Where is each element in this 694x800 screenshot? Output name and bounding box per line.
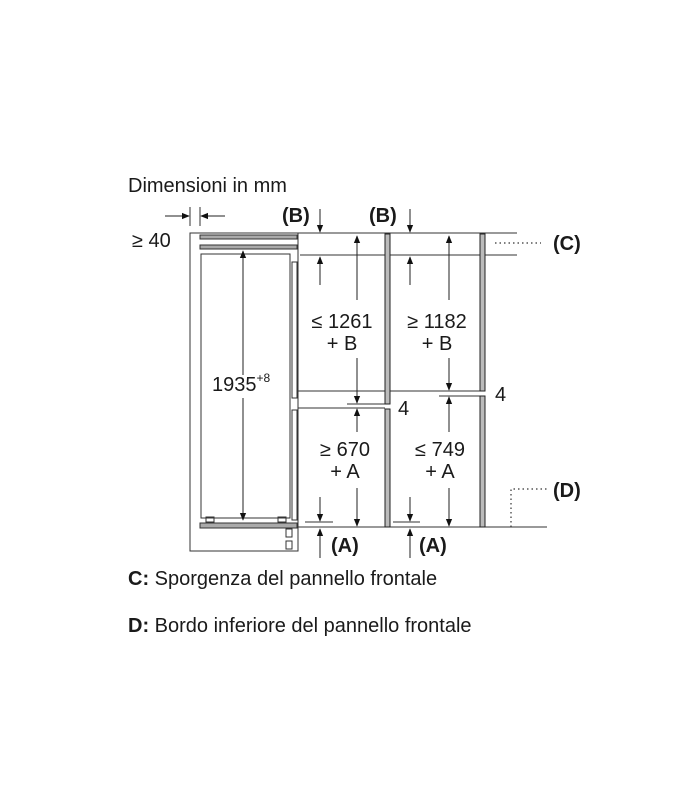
lower-right-suffix: + A	[425, 461, 455, 483]
marker-a-right: (A)	[419, 535, 447, 557]
niche-gap-dimension: ≥ 40	[132, 207, 225, 252]
upper-right-dimension: ≥ 1182	[407, 311, 467, 333]
diagram-title: Dimensioni in mm	[128, 175, 287, 197]
front-panel-upper-right	[479, 233, 486, 392]
marker-c: (C)	[553, 233, 581, 255]
legend-c-text: Sporgenza del pannello frontale	[149, 568, 437, 590]
marker-d: (D)	[553, 480, 581, 502]
marker-d-leader	[510, 488, 548, 527]
gap-left-label: 4	[398, 398, 409, 420]
niche-gap-label: ≥ 40	[132, 230, 171, 252]
legend-c: C: Sporgenza del pannello frontale	[128, 568, 437, 590]
legend-d-text: Bordo inferiore del pannello frontale	[149, 615, 471, 637]
front-panel-lower-right	[479, 395, 486, 528]
front-panel-upper-left	[384, 233, 391, 405]
dimension-column-right: (B) ≥ 1182 + B ≤ 749 + A 4 (A)	[369, 205, 506, 558]
marker-b-right: (B)	[369, 205, 397, 227]
front-panel-lower-left	[384, 408, 391, 528]
lower-left-suffix: + A	[330, 461, 360, 483]
upper-left-suffix: + B	[327, 333, 358, 355]
dimension-column-left: (B) ≤ 1261 + B ≥ 670 + A 4 (A)	[282, 205, 409, 558]
marker-a-left: (A)	[331, 535, 359, 557]
legend-d: D: Bordo inferiore del pannello frontale	[128, 615, 472, 637]
legend-d-key: D:	[128, 615, 149, 637]
legend-c-key: C:	[128, 568, 149, 590]
height-label: 1935	[212, 374, 257, 396]
upper-left-dimension: ≤ 1261	[311, 311, 372, 333]
height-tolerance: +8	[257, 371, 271, 385]
height-dimension: 1935+8	[212, 250, 271, 521]
marker-b-left: (B)	[282, 205, 310, 227]
upper-right-suffix: + B	[422, 333, 453, 355]
svg-text:1935+8: 1935+8	[212, 371, 271, 396]
gap-right-label: 4	[495, 384, 506, 406]
lower-left-dimension: ≥ 670	[320, 439, 370, 461]
lower-right-dimension: ≤ 749	[415, 439, 465, 461]
